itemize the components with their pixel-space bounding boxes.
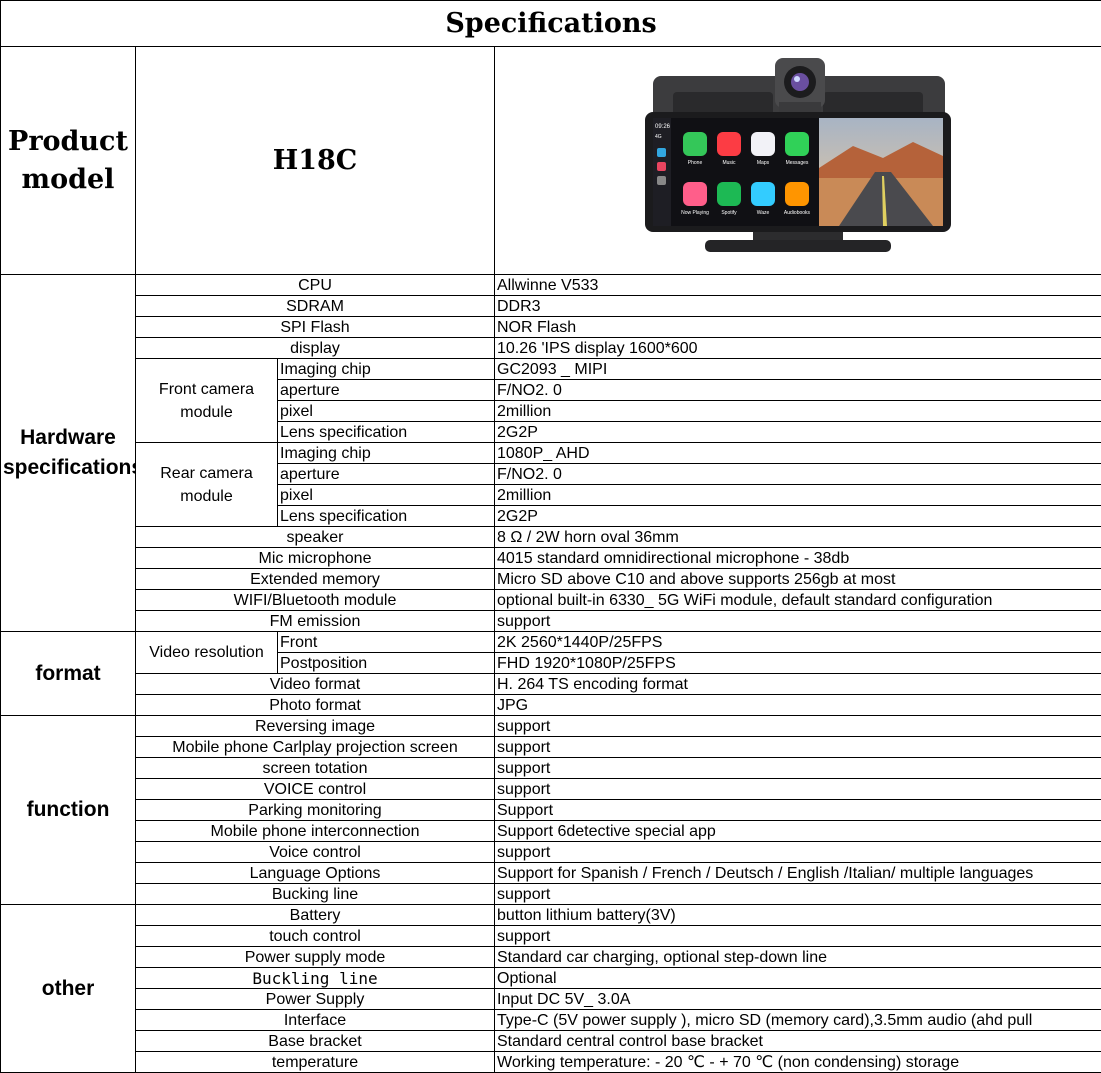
app-label-music: Music bbox=[722, 160, 736, 166]
value-speaker: 8 Ω / 2W horn oval 36mm bbox=[493, 526, 1101, 548]
value-extended-memory: Micro SD above C10 and above supports 25… bbox=[493, 568, 1101, 590]
label-phone-interconnection: Mobile phone interconnection bbox=[135, 820, 495, 842]
label-base-bracket: Base bracket bbox=[135, 1030, 495, 1052]
label-touch-control: touch control bbox=[135, 925, 495, 947]
value-voice-control-upper: support bbox=[493, 778, 1101, 800]
section-function: function bbox=[0, 715, 136, 905]
label-photo-format: Photo format bbox=[135, 694, 495, 716]
value-spi-flash: NOR Flash bbox=[493, 316, 1101, 338]
label-resolution-front: Front bbox=[277, 631, 495, 653]
value-base-bracket: Standard central control base bracket bbox=[493, 1030, 1101, 1052]
label-power-supply-mode: Power supply mode bbox=[135, 946, 495, 968]
value-rear-lens: 2G2P bbox=[493, 505, 1101, 527]
value-front-lens: 2G2P bbox=[493, 421, 1101, 443]
value-temperature: Working temperature: - 20 ℃ - + 70 ℃ (no… bbox=[493, 1051, 1101, 1073]
label-carplay: Mobile phone Carlplay projection screen bbox=[135, 736, 495, 758]
label-language-options: Language Options bbox=[135, 862, 495, 884]
label-temperature: temperature bbox=[135, 1051, 495, 1073]
value-resolution-postposition: FHD 1920*1080P/25FPS bbox=[493, 652, 1101, 674]
label-rear-pixel: pixel bbox=[277, 484, 495, 506]
value-touch-control: support bbox=[493, 925, 1101, 947]
value-front-imaging-chip: GC2093 _ MIPI bbox=[493, 358, 1101, 380]
label-voice-control: Voice control bbox=[135, 841, 495, 863]
label-fm-emission: FM emission bbox=[135, 610, 495, 632]
label-front-pixel: pixel bbox=[277, 400, 495, 422]
label-power-supply: Power Supply bbox=[135, 988, 495, 1010]
label-speaker: speaker bbox=[135, 526, 495, 548]
label-front-aperture: aperture bbox=[277, 379, 495, 401]
label-display: display bbox=[135, 337, 495, 359]
label-reversing-image: Reversing image bbox=[135, 715, 495, 737]
label-rear-imaging-chip: Imaging chip bbox=[277, 442, 495, 464]
label-bucking-line: Bucking line bbox=[135, 883, 495, 905]
label-cpu: CPU bbox=[135, 274, 495, 296]
value-reversing-image: support bbox=[493, 715, 1101, 737]
value-power-supply-mode: Standard car charging, optional step-dow… bbox=[493, 946, 1101, 968]
app-label-messages: Messages bbox=[786, 160, 809, 166]
label-parking-monitoring: Parking monitoring bbox=[135, 799, 495, 821]
label-rear-aperture: aperture bbox=[277, 463, 495, 485]
app-label-audiobooks: Audiobooks bbox=[784, 210, 811, 216]
value-buckling-line: Optional bbox=[493, 967, 1101, 989]
value-rear-aperture: F/NO2. 0 bbox=[493, 463, 1101, 485]
label-resolution-postposition: Postposition bbox=[277, 652, 495, 674]
value-carplay: support bbox=[493, 736, 1101, 758]
page-title: Specifications bbox=[0, 0, 1101, 47]
label-buckling-line: Buckling line bbox=[135, 967, 495, 989]
app-label-phone: Phone bbox=[688, 160, 703, 166]
value-voice-control: support bbox=[493, 841, 1101, 863]
product-image: 09:26 4G Phone Music Maps Messages bbox=[493, 46, 1101, 275]
section-format: format bbox=[0, 631, 136, 716]
label-mic: Mic microphone bbox=[135, 547, 495, 569]
value-rear-pixel: 2million bbox=[493, 484, 1101, 506]
value-video-format: H. 264 TS encoding format bbox=[493, 673, 1101, 695]
value-power-supply: Input DC 5V_ 3.0A bbox=[493, 988, 1101, 1010]
value-screen-rotation: support bbox=[493, 757, 1101, 779]
value-fm-emission: support bbox=[493, 610, 1101, 632]
section-other: other bbox=[0, 904, 136, 1073]
value-rear-imaging-chip: 1080P_ AHD bbox=[493, 442, 1101, 464]
label-rear-lens: Lens specification bbox=[277, 505, 495, 527]
value-bucking-line: support bbox=[493, 883, 1101, 905]
value-photo-format: JPG bbox=[493, 694, 1101, 716]
device-time: 09:26 bbox=[655, 124, 671, 130]
product-model-value: H18C bbox=[135, 46, 495, 275]
app-label-spotify: Spotify bbox=[721, 210, 737, 216]
label-video-format: Video format bbox=[135, 673, 495, 695]
value-battery: button lithium battery(3V) bbox=[493, 904, 1101, 926]
value-mic: 4015 standard omnidirectional microphone… bbox=[493, 547, 1101, 569]
device-signal: 4G bbox=[655, 134, 662, 140]
dashcam-device-image: 09:26 4G Phone Music Maps Messages bbox=[645, 58, 951, 252]
label-wifi-bluetooth: WIFI/Bluetooth module bbox=[135, 589, 495, 611]
app-label-now-playing: Now Playing bbox=[681, 210, 709, 216]
section-hardware: Hardware specifications bbox=[0, 274, 136, 632]
label-front-imaging-chip: Imaging chip bbox=[277, 358, 495, 380]
label-interface: Interface bbox=[135, 1009, 495, 1031]
value-front-aperture: F/NO2. 0 bbox=[493, 379, 1101, 401]
value-resolution-front: 2K 2560*1440P/25FPS bbox=[493, 631, 1101, 653]
app-label-maps: Maps bbox=[757, 160, 770, 166]
value-sdram: DDR3 bbox=[493, 295, 1101, 317]
label-front-lens: Lens specification bbox=[277, 421, 495, 443]
product-model-label: Product model bbox=[0, 46, 136, 275]
value-language-options: Support for Spanish / French / Deutsch /… bbox=[493, 862, 1101, 884]
value-phone-interconnection: Support 6detective special app bbox=[493, 820, 1101, 842]
app-label-waze: Waze bbox=[757, 210, 770, 216]
label-sdram: SDRAM bbox=[135, 295, 495, 317]
label-screen-rotation: screen totation bbox=[135, 757, 495, 779]
value-interface: Type-C (5V power supply ), micro SD (mem… bbox=[493, 1009, 1101, 1031]
label-voice-control-upper: VOICE control bbox=[135, 778, 495, 800]
value-display: 10.26 'IPS display 1600*600 bbox=[493, 337, 1101, 359]
group-video-resolution: Video resolution bbox=[135, 631, 278, 674]
value-parking-monitoring: Support bbox=[493, 799, 1101, 821]
value-front-pixel: 2million bbox=[493, 400, 1101, 422]
group-front-camera: Front camera module bbox=[135, 358, 278, 443]
group-rear-camera: Rear camera module bbox=[135, 442, 278, 527]
value-wifi-bluetooth: optional built-in 6330_ 5G WiFi module, … bbox=[493, 589, 1101, 611]
label-extended-memory: Extended memory bbox=[135, 568, 495, 590]
value-cpu: Allwinne V533 bbox=[493, 274, 1101, 296]
label-spi-flash: SPI Flash bbox=[135, 316, 495, 338]
label-battery: Battery bbox=[135, 904, 495, 926]
